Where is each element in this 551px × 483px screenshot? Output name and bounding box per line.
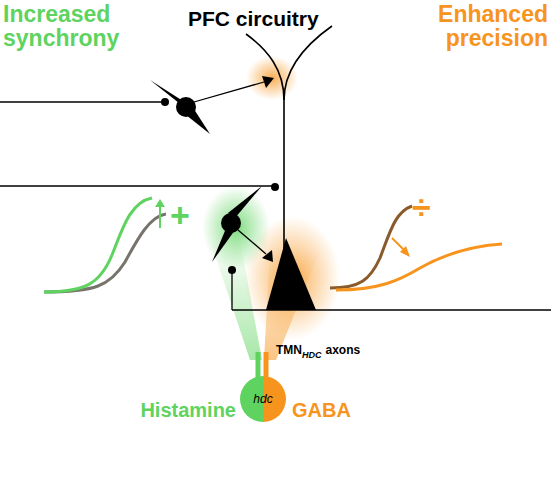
baseline-curve <box>44 214 166 292</box>
baseline-curve <box>330 206 412 288</box>
interneuron-glow <box>202 186 270 270</box>
arrow-head <box>155 199 165 207</box>
axon-label: axons <box>326 343 361 357</box>
synapse-dot <box>271 183 279 191</box>
transmitter-label: GABA <box>292 400 392 421</box>
divisive-curve <box>336 244 502 290</box>
axon-caption: TMNHDC axons <box>276 342 360 360</box>
pyramidal-soma <box>266 238 316 310</box>
axon <box>238 230 266 254</box>
input-fiber <box>0 185 272 186</box>
transmitter-label: Histamine <box>136 400 236 421</box>
operator-symbol: + <box>170 198 200 234</box>
gain-curve <box>44 198 152 292</box>
synapse-terminal <box>262 250 273 262</box>
increase-arrow <box>159 205 161 228</box>
tmn-neuron-soma: hdc <box>240 376 286 422</box>
heading: PFC circuitry <box>188 8 358 30</box>
input-fiber <box>0 101 162 102</box>
pyramidal-axon <box>232 309 551 310</box>
interneuron-soma <box>176 97 196 117</box>
heading: Increased synchrony <box>3 2 153 50</box>
axon <box>194 82 264 102</box>
synapse-glow <box>246 56 298 100</box>
synapse-dot <box>228 266 236 274</box>
apical-dendrite <box>246 34 284 250</box>
axon-label-subscript: HDC <box>302 350 322 360</box>
synapse-dot <box>161 98 169 106</box>
heading: Enhanced precision <box>418 2 548 50</box>
operator-symbol: ÷ <box>412 190 442 226</box>
apical-dendrite <box>284 26 332 100</box>
arrow-head <box>400 246 410 257</box>
axon-collateral <box>231 272 232 310</box>
gene-label: hdc <box>240 376 286 422</box>
axon-label: TMN <box>276 343 302 357</box>
synapse-terminal <box>262 76 274 88</box>
dendrite <box>228 186 262 218</box>
